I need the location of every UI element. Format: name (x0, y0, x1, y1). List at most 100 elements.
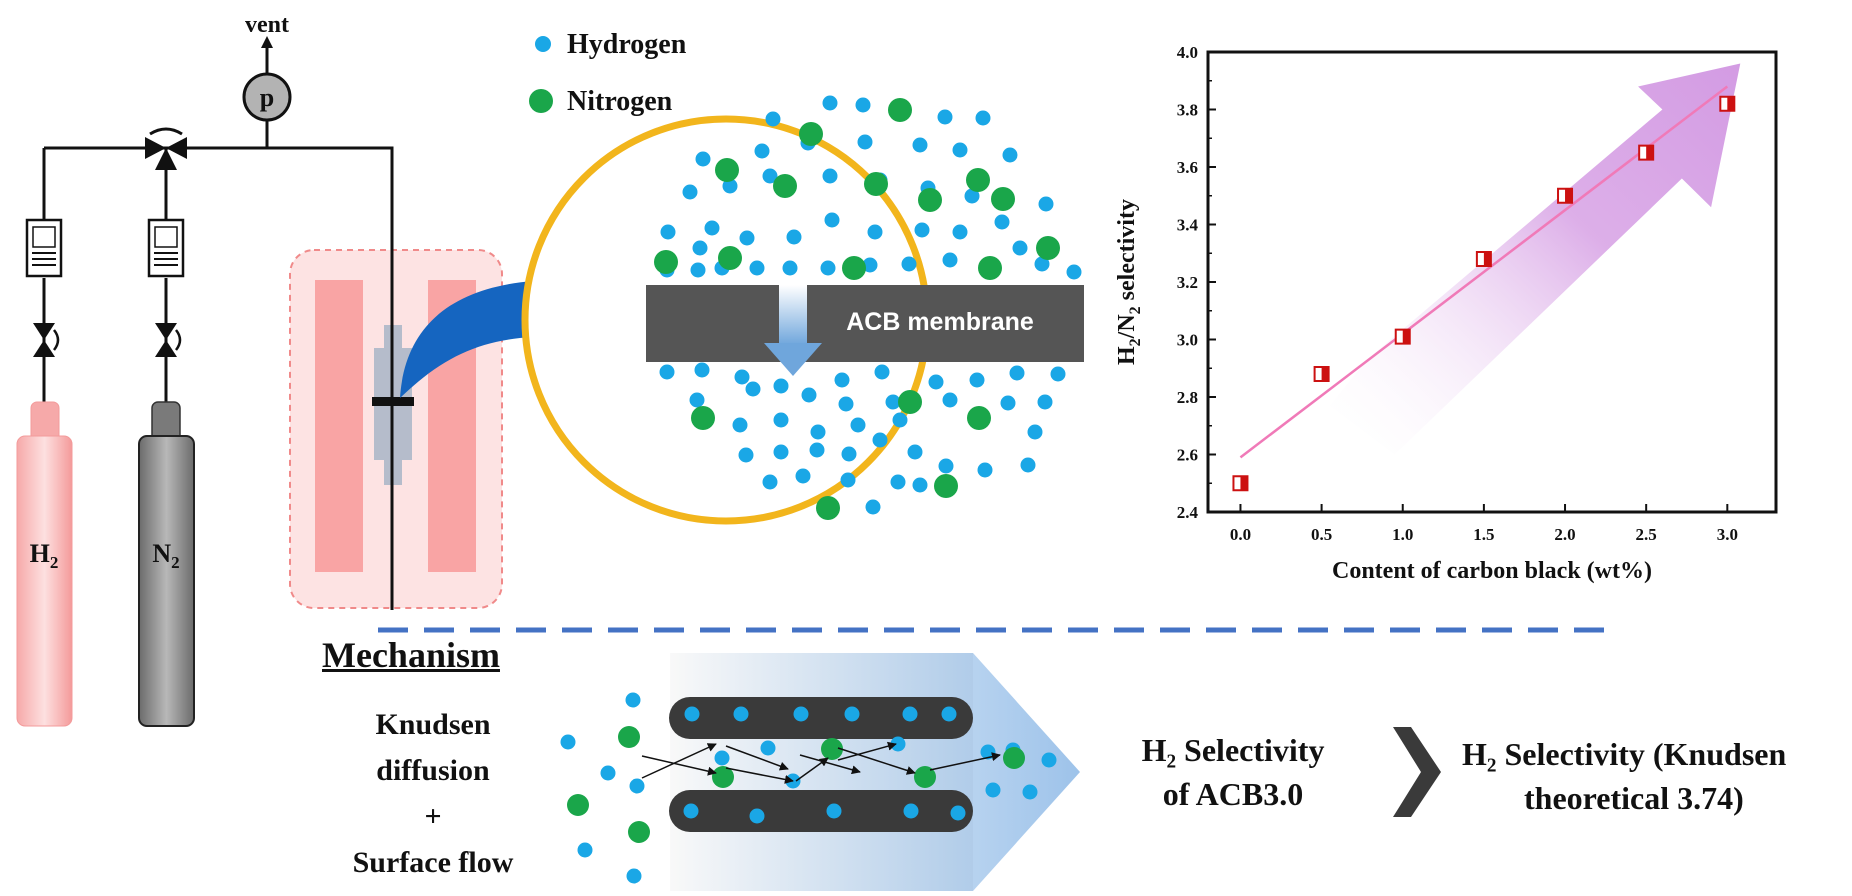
nitrogen-molecule (1003, 747, 1025, 769)
y-tick-label: 4.0 (1177, 43, 1198, 62)
nitrogen-molecule (618, 726, 640, 748)
fit-line (1239, 85, 1729, 459)
hydrogen-molecule (901, 256, 917, 272)
nitrogen-molecule (712, 766, 734, 788)
nitrogen-molecule (715, 158, 739, 182)
data-point (1475, 251, 1492, 267)
hydrogen-molecule (1034, 256, 1050, 272)
diffusion-path-arrow (641, 755, 717, 776)
hydrogen-molecule (820, 260, 836, 276)
diffusion-path-arrow (725, 767, 794, 784)
hydrogen-molecule (683, 803, 699, 819)
vent-label: vent (245, 12, 289, 38)
hydrogen-molecule (1066, 264, 1082, 280)
hydrogen-molecule (855, 97, 871, 113)
hydrogen-molecule (762, 168, 778, 184)
hydrogen-molecule (912, 137, 928, 153)
x-tick-label: 2.0 (1554, 525, 1575, 544)
hydrogen-molecule (1020, 457, 1036, 473)
hydrogen-molecule (890, 736, 906, 752)
mechanism-line-2: diffusion (376, 754, 490, 787)
hydrogen-molecule (975, 110, 991, 126)
nitrogen-molecule (799, 122, 823, 146)
nitrogen-molecule (918, 188, 942, 212)
nitrogen-molecule (1036, 236, 1060, 260)
data-point (1719, 95, 1736, 112)
diffusion-path-arrow (837, 741, 897, 761)
hydrogen-molecule (977, 462, 993, 478)
nitrogen-molecule (567, 794, 589, 816)
diffusion-path-arrow (725, 745, 789, 771)
legend-nitrogen-dot (529, 89, 553, 113)
hydrogen-molecule (692, 240, 708, 256)
diffusion-path-arrow (641, 743, 717, 779)
data-points (1232, 95, 1736, 492)
x-tick-label: 0.5 (1311, 525, 1332, 544)
hydrogen-molecule (952, 224, 968, 240)
acb-membrane (646, 285, 1084, 362)
mechanism-molecules (560, 692, 1057, 884)
data-point (1638, 144, 1655, 161)
hydrogen-molecule (834, 372, 850, 388)
y-tick-label: 2.6 (1177, 446, 1198, 465)
hydrogen-molecule (952, 142, 968, 158)
hydrogen-molecule (822, 168, 838, 184)
hydrogen-molecule (912, 477, 928, 493)
hydrogen-molecule (560, 734, 576, 750)
hydrogen-molecule (826, 803, 842, 819)
hydrogen-molecule (684, 706, 700, 722)
needle-valve-icon (33, 323, 60, 357)
hydrogen-molecule (682, 184, 698, 200)
hydrogen-molecule (942, 392, 958, 408)
hydrogen-molecule (690, 262, 706, 278)
hydrogen-molecule (704, 220, 720, 236)
hydrogen-molecule (1050, 366, 1066, 382)
x-tick-label: 2.5 (1636, 525, 1657, 544)
nitrogen-molecule (718, 246, 742, 270)
hydrogen-molecule (903, 803, 919, 819)
hydrogen-molecule (950, 805, 966, 821)
nitrogen-molecule (888, 98, 912, 122)
hydrogen-molecule (660, 224, 676, 240)
nitrogen-molecule (821, 738, 843, 760)
hydrogen-molecule (739, 230, 755, 246)
hydrogen-molecule (964, 188, 980, 204)
nitrogen-molecule (966, 168, 990, 192)
hydrogen-molecule (1022, 784, 1038, 800)
diffusion-path-arrow (799, 754, 861, 775)
hydrogen-molecule (902, 706, 918, 722)
hydrogen-molecule (892, 412, 908, 428)
y-tick-label: 3.0 (1177, 331, 1198, 350)
hydrogen-molecule (738, 447, 754, 463)
hydrogen-molecule (695, 151, 711, 167)
hydrogen-molecule (840, 472, 856, 488)
nitrogen-molecule (691, 406, 715, 430)
hydrogen-molecule (629, 778, 645, 794)
y-tick-label: 3.8 (1177, 101, 1198, 120)
hydrogen-molecule (907, 444, 923, 460)
hydrogen-molecule (765, 111, 781, 127)
hydrogen-molecule (824, 212, 840, 228)
hydrogen-molecule (928, 374, 944, 390)
hydrogen-molecule (850, 417, 866, 433)
h2-cylinder (16, 401, 73, 727)
nitrogen-molecule (967, 406, 991, 430)
x-tick-label: 1.0 (1392, 525, 1413, 544)
hydrogen-molecule (793, 706, 809, 722)
n2-cylinder (138, 401, 195, 727)
acb-selectivity-line-1: H₂ Selectivity (1141, 732, 1325, 768)
y-tick-label: 3.4 (1177, 216, 1199, 235)
x-tick-label: 1.5 (1473, 525, 1494, 544)
hydrogen-molecule (694, 362, 710, 378)
knudsen-selectivity-line-2: theoretical 3.74) (1524, 780, 1744, 816)
hydrogen-molecule (969, 372, 985, 388)
trend-arrow-shape (1329, 63, 1741, 455)
x-axis-label: Content of carbon black (wt%) (1332, 558, 1652, 584)
hydrogen-molecule (754, 143, 770, 159)
nitrogen-molecule (978, 256, 1002, 280)
hydrogen-molecule (1002, 147, 1018, 163)
carbon-chain-top (669, 697, 973, 739)
nitrogen-molecule (991, 187, 1015, 211)
hydrogen-molecule (1012, 240, 1028, 256)
mechanism-line-1: Knudsen (375, 708, 491, 741)
